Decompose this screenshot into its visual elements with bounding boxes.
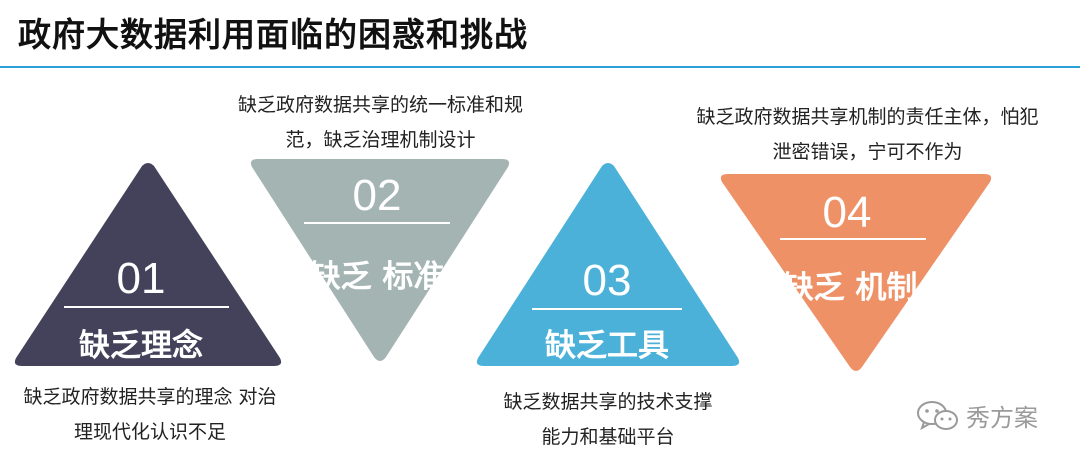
divider-04 <box>780 238 926 240</box>
description-04: 缺乏政府数据共享机制的责任主体，怕犯 泄密错误，宁可不作为 <box>696 106 1039 163</box>
triangle-04 <box>720 174 992 371</box>
divider-02 <box>304 222 450 224</box>
triangle-02 <box>250 159 510 361</box>
triangle-01 <box>14 163 282 366</box>
label-02: 缺乏 标准 <box>309 259 445 295</box>
triangle-03 <box>476 163 740 366</box>
page-title: 政府大数据利用面临的困惑和挑战 <box>18 15 528 54</box>
number-03: 03 <box>582 256 632 305</box>
label-03: 缺乏工具 <box>545 328 669 364</box>
divider-01 <box>64 306 229 308</box>
watermark-text: 秀方案 <box>966 404 1038 432</box>
description-02: 缺乏政府数据共享的统一标准和规 范，缺乏治理机制设计 <box>237 94 523 151</box>
title-divider <box>0 66 1080 68</box>
wechat-icon <box>917 400 958 430</box>
number-01: 01 <box>116 254 166 303</box>
label-04: 缺乏 机制 <box>782 270 918 306</box>
watermark: 秀方案 <box>916 398 1038 433</box>
divider-03 <box>532 308 682 310</box>
number-02: 02 <box>352 171 402 220</box>
number-04: 04 <box>822 188 872 237</box>
description-03: 缺乏数据共享的技术支撑 能力和基础平台 <box>503 391 713 448</box>
label-01: 缺乏理念 <box>79 328 203 364</box>
description-01: 缺乏政府数据共享的理念 对治 理现代化认识不足 <box>23 386 277 443</box>
